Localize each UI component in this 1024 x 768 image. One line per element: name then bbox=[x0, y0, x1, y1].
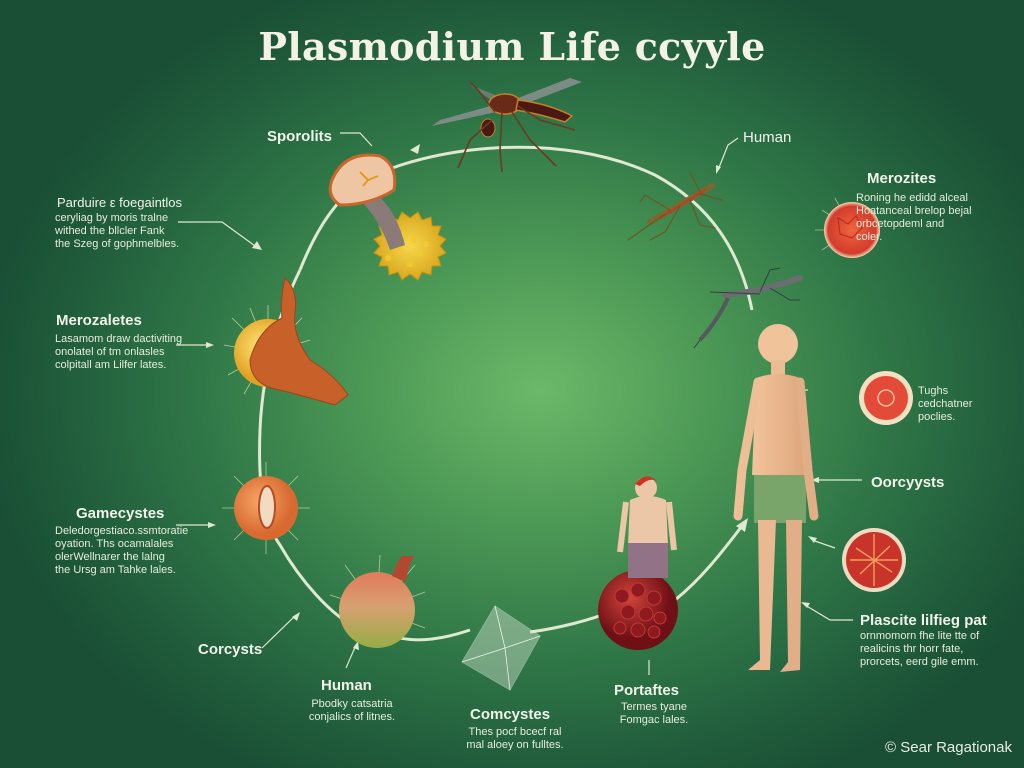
desc-top-left-body: ceryliag by moris tralne withed the bllc… bbox=[55, 212, 180, 250]
label-plascite: Plascite lilfieg pat bbox=[860, 612, 987, 629]
merozoite-illustration bbox=[223, 277, 349, 406]
cycle-arrowhead bbox=[410, 144, 420, 154]
merozite-cell-illustration bbox=[815, 197, 880, 258]
child-figure bbox=[617, 476, 677, 578]
label-corcysts: Corcysts bbox=[198, 641, 263, 658]
credit-text: © Sear Ragationak bbox=[885, 739, 1012, 756]
label-human-top: Human bbox=[743, 129, 792, 146]
gametocyte-illustration bbox=[222, 462, 310, 554]
desc-gamecystes: Deledorgestiaco.ssmtoratie oyation. Ths … bbox=[55, 525, 189, 576]
crystal-illustration bbox=[461, 605, 541, 691]
label-merozaletes: Merozaletes bbox=[56, 312, 142, 329]
label-oorcyysts: Oorcyysts bbox=[871, 474, 945, 491]
label-human-bottom: Human bbox=[321, 677, 372, 694]
oocyst-illustration bbox=[329, 554, 426, 648]
cycle-arrowhead bbox=[736, 518, 748, 532]
desc-merozites: Roning he edidd alceal Hoatanceal brelop… bbox=[856, 192, 972, 243]
mosquito-illustration bbox=[432, 78, 582, 173]
pointer-lines bbox=[176, 132, 862, 675]
infected-blood-cell-illustration bbox=[598, 570, 678, 650]
label-gamecystes: Gamecystes bbox=[76, 505, 165, 522]
label-merozites: Merozites bbox=[867, 170, 937, 187]
mosquito-right-illustration bbox=[693, 267, 803, 349]
desc-tughs: Tughs cedchatner poclies. bbox=[918, 385, 973, 423]
desc-top-left-heading: Parduire ε foegaintlos bbox=[57, 195, 183, 210]
label-portaftes: Portaftes bbox=[614, 682, 680, 699]
larva-insect-illustration bbox=[627, 171, 723, 241]
desc-comcystes: Thes pocf bcecf ral mal aloey on fulltes… bbox=[466, 726, 564, 751]
human-figure bbox=[733, 324, 819, 672]
desc-human-bottom: Pbodky catsatria conjalics of litnes. bbox=[308, 698, 396, 723]
sporozoite-illustration bbox=[328, 153, 447, 281]
tughs-cell-illustration bbox=[859, 371, 913, 425]
label-sporolits: Sporolits bbox=[267, 128, 333, 145]
plascite-cell-illustration bbox=[842, 528, 906, 592]
desc-plascite: ornmomorn fhe lite tte of realicins thr … bbox=[860, 630, 980, 668]
desc-portaftes: Termes tyane Fomgac lales. bbox=[619, 701, 689, 726]
label-comcystes: Comcystes bbox=[470, 706, 551, 723]
diagram-title: Plasmodium Life ccyyle bbox=[258, 24, 766, 69]
pointer-arrowheads bbox=[206, 165, 819, 650]
desc-merozaletes: Lasamom draw dactiviting onolatel of tm … bbox=[55, 333, 183, 371]
